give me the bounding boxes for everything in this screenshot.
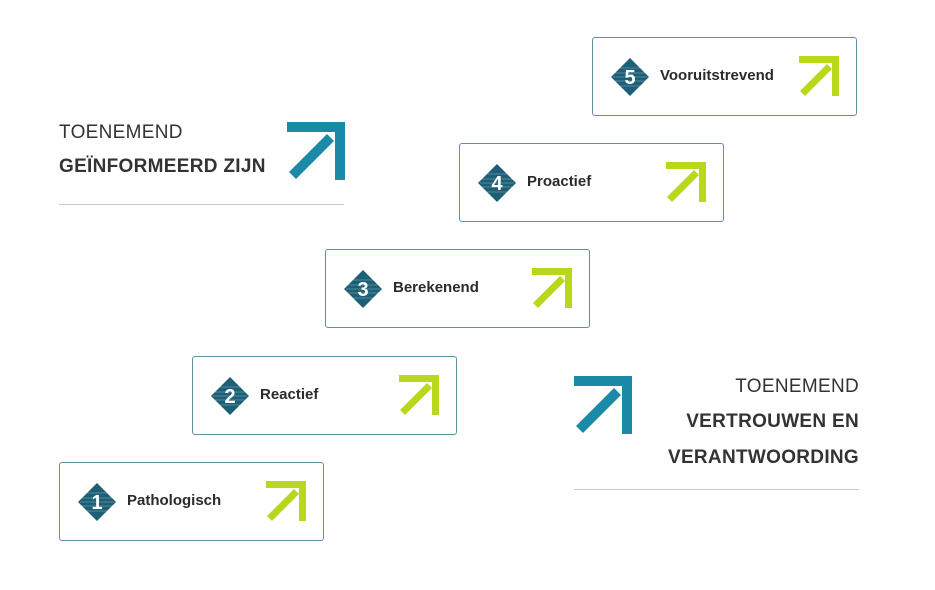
step-card-3: 3 Berekenend [325, 249, 590, 328]
svg-text:4: 4 [491, 173, 503, 195]
number-badge-4: 4 [478, 164, 516, 202]
svg-text:3: 3 [357, 279, 368, 301]
arrow-up-right-icon [532, 268, 572, 308]
arrow-up-right-icon [399, 375, 439, 415]
svg-text:1: 1 [91, 492, 102, 514]
step-label: Berekenend [393, 279, 479, 296]
step-card-4: 4 Proactief [459, 143, 724, 222]
axis-informed-prefix: TOENEMEND [59, 122, 183, 143]
step-label: Proactief [527, 173, 592, 190]
axis-informed-title: GEÏNFORMEERD ZIJN [59, 156, 266, 177]
arrow-up-right-icon [266, 481, 306, 521]
number-badge-5: 5 [611, 58, 649, 96]
axis-label-informed: TOENEMEND GEÏNFORMEERD ZIJN [59, 118, 345, 205]
arrow-up-right-icon [574, 376, 632, 434]
axis-trust-title-line2: VERANTWOORDING [667, 447, 859, 468]
number-badge-2: 2 [211, 377, 249, 415]
arrow-up-right-icon [666, 162, 706, 202]
step-label: Vooruitstrevend [660, 67, 774, 84]
step-label: Reactief [260, 386, 319, 403]
arrow-up-right-icon [799, 56, 839, 96]
step-card-2: 2 Reactief [192, 356, 457, 435]
step-label: Pathologisch [127, 492, 222, 509]
axis-trust-prefix: TOENEMEND [735, 376, 859, 397]
number-badge-3: 3 [344, 270, 382, 308]
svg-text:2: 2 [224, 386, 235, 408]
axis-label-trust: TOENEMEND VERTROUWEN EN VERANTWOORDING [574, 372, 859, 490]
number-badge-1: 1 [78, 483, 116, 521]
step-card-5: 5 Vooruitstrevend [592, 37, 857, 116]
axis-trust-title-line1: VERTROUWEN EN [686, 411, 859, 432]
svg-text:5: 5 [624, 67, 635, 89]
step-card-1: 1 Pathologisch [59, 462, 324, 541]
arrow-up-right-icon [287, 122, 345, 180]
